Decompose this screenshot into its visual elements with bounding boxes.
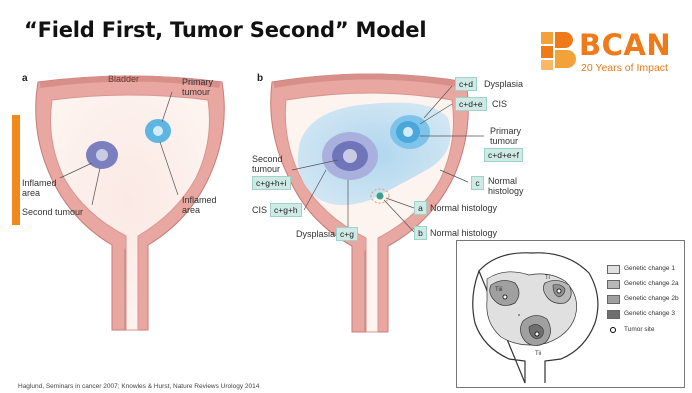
tumor-ii-label: Tii — [535, 349, 541, 359]
legend-label: Genetic change 2a — [624, 280, 679, 287]
tumor-site-icon — [609, 326, 617, 334]
tag-primary: c+d+e+f — [484, 148, 523, 162]
field-model-diagram: Tiii Ti Tii Genetic change 1 Genetic cha… — [456, 240, 685, 388]
tag-normal-b: b — [414, 226, 427, 240]
cis-left-label: CIS — [252, 205, 267, 215]
tag-cis-left: c+g+h — [270, 203, 302, 217]
normal-histology-c-label: Normal histology — [488, 176, 532, 196]
tag-normal-c: c — [471, 176, 484, 190]
tumor-iii-label: Tiii — [495, 285, 502, 295]
inflamed-area-right-label: Inflamed area — [182, 195, 222, 215]
legend-label: Genetic change 1 — [624, 265, 675, 272]
primary-tumour-label-a: Primary tumour — [182, 77, 222, 97]
legend-swatch — [607, 265, 620, 274]
second-tumour-label-a: Second tumour — [22, 207, 83, 217]
cis-top-label: CIS — [492, 99, 507, 109]
legend-label: Tumor site — [624, 326, 654, 333]
normal-histology-b-label: Normal histology — [430, 228, 497, 238]
panel-b-letter: b — [257, 74, 263, 84]
legend-label: Genetic change 2b — [624, 295, 679, 302]
tag-second: c+g+h+i — [252, 176, 291, 190]
bladder-label: Bladder — [108, 74, 139, 84]
panel-a-letter: a — [22, 74, 28, 84]
tag-dysplasia-top: c+d — [455, 77, 477, 91]
tag-cis-top: c+d+e — [455, 97, 487, 111]
citation-footer: Haglund, Seminars in cancer 2007; Knowle… — [18, 383, 259, 390]
tag-normal-a: a — [414, 201, 427, 215]
dysplasia-bottom-label: Dysplasia — [296, 229, 335, 239]
primary-tumour-label-b: Primary tumour — [490, 126, 526, 146]
legend-swatch — [607, 295, 620, 304]
legend-swatch — [607, 310, 620, 319]
inflamed-area-left-label: Inflamed area — [22, 178, 58, 198]
tumor-i-label: Ti — [545, 273, 550, 283]
legend-label: Genetic change 3 — [624, 310, 675, 317]
legend-swatch — [607, 280, 620, 289]
second-tumour-label-b: Second tumour — [252, 154, 288, 174]
normal-histology-a-label: Normal histology — [430, 203, 497, 213]
dysplasia-top-label: Dysplasia — [484, 79, 523, 89]
tag-dysplasia-bottom: c+g — [336, 227, 358, 241]
